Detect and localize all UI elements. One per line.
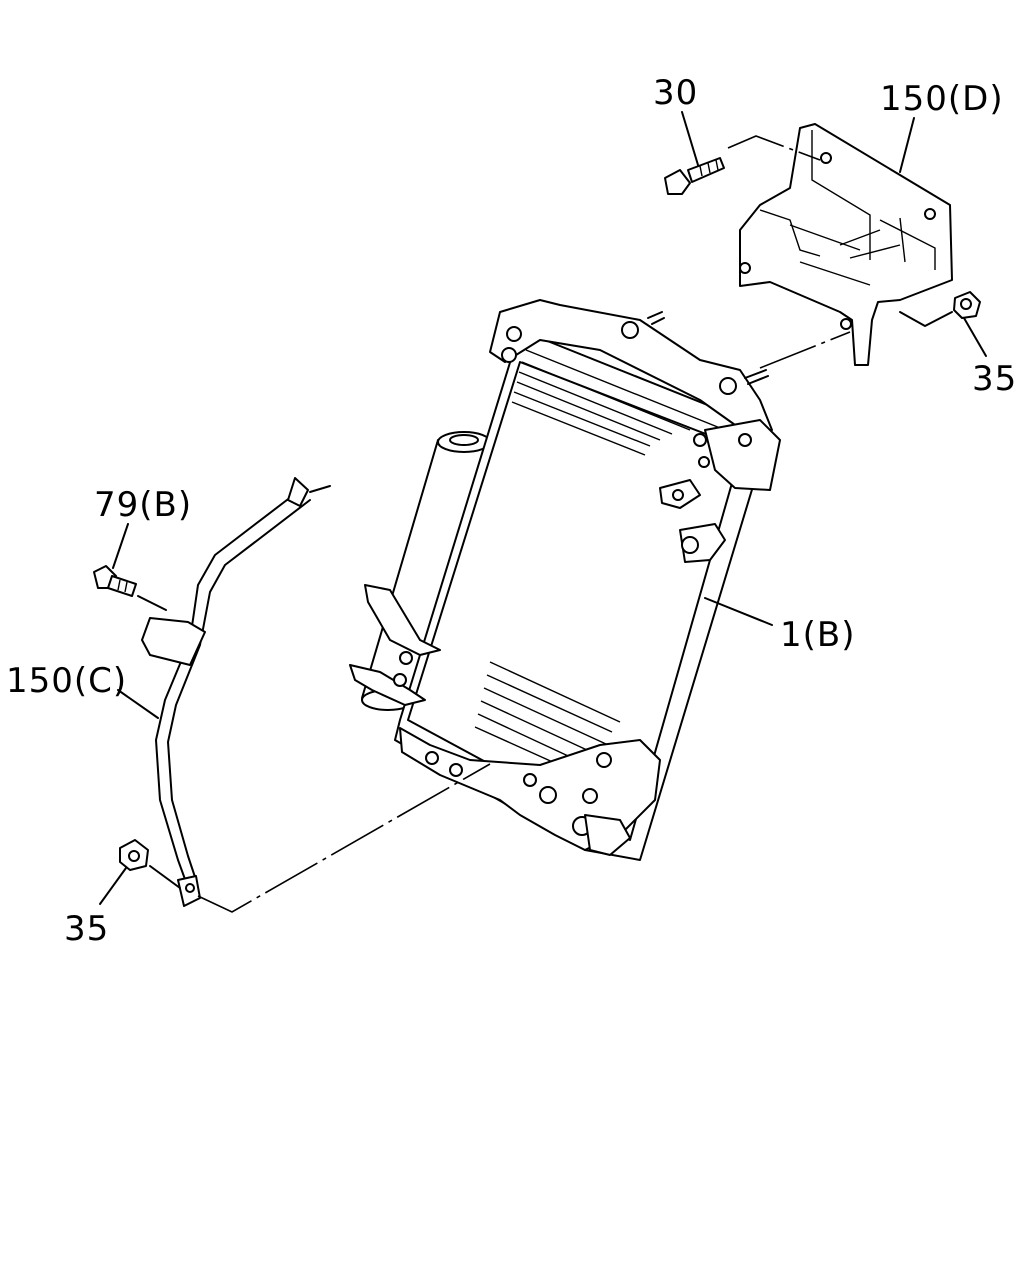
callout-150d: 150(D) [880, 79, 1004, 119]
bracket-150d [739, 123, 953, 366]
callout-30: 30 [653, 73, 698, 113]
callout-1b: 1(B) [780, 615, 856, 655]
bolt-hole [719, 377, 737, 395]
bolt-30 [664, 157, 725, 195]
callout-150c: 150(C) [6, 661, 127, 701]
callout-35-left: 35 [64, 909, 109, 949]
fins-top [511, 349, 741, 456]
bolt-hole [506, 326, 522, 342]
rod-clamp [141, 617, 206, 666]
radiator-core-assembly [349, 299, 781, 861]
stud-bolt [744, 369, 769, 385]
rod-end-bolt [309, 485, 331, 493]
bracket-rod-150c [141, 477, 331, 907]
leader-lines [99, 111, 987, 913]
callout-35-right: 35 [972, 359, 1017, 399]
nut-35-left [119, 839, 149, 871]
right-connector-block [704, 419, 781, 491]
stud-bolt [647, 311, 665, 325]
bolt-hole [501, 347, 517, 363]
rod-end-tab [287, 477, 309, 507]
callout-79b: 79(B) [94, 485, 192, 525]
bolt-hole [621, 321, 639, 339]
left-upper-bracket [364, 584, 441, 656]
nut-35-right [953, 291, 981, 319]
bolt-79b [93, 565, 137, 597]
left-lower-bracket [349, 664, 426, 706]
